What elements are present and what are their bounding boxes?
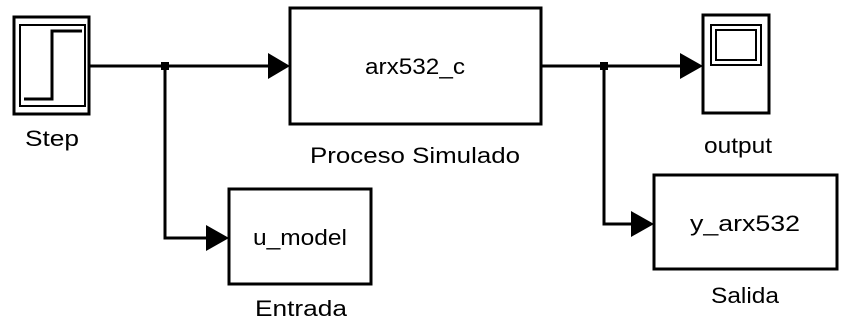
branch-point-input [161, 62, 169, 70]
scope-screen-inner [715, 29, 757, 61]
arrowhead-salida-input [631, 211, 654, 237]
step-block[interactable] [12, 15, 91, 116]
arrowhead-plant-input [268, 53, 290, 79]
salida-block-frame[interactable] [652, 173, 839, 271]
entrada-block-frame[interactable] [227, 187, 373, 286]
step-waveform [24, 29, 82, 101]
entrada-block-label: Entrada [255, 296, 348, 321]
salida-block-content: y_arx532 [690, 211, 800, 236]
arrowhead-scope-input [680, 53, 703, 79]
line-branch-to-entrada[interactable] [163, 66, 206, 240]
scope-label: output [704, 133, 772, 158]
plant-block-label: Proceso Simulado [310, 143, 520, 168]
scope-screen-icon [710, 24, 762, 66]
plant-block-frame[interactable] [288, 6, 543, 126]
step-label: Step [25, 126, 79, 151]
plant-block-content: arx532_c [365, 54, 465, 79]
scope-block[interactable] [701, 13, 771, 115]
signal-lines [90, 53, 703, 251]
plant-block[interactable]: arx532_c [288, 6, 543, 126]
arrowhead-entrada-input [206, 225, 229, 251]
branch-point-output [600, 62, 608, 70]
salida-block[interactable]: y_arx532 [652, 173, 839, 271]
line-branch-to-salida[interactable] [602, 66, 632, 226]
salida-block-label: Salida [711, 283, 780, 308]
entrada-block-content: u_model [253, 225, 347, 250]
entrada-block[interactable]: u_model [227, 187, 373, 286]
